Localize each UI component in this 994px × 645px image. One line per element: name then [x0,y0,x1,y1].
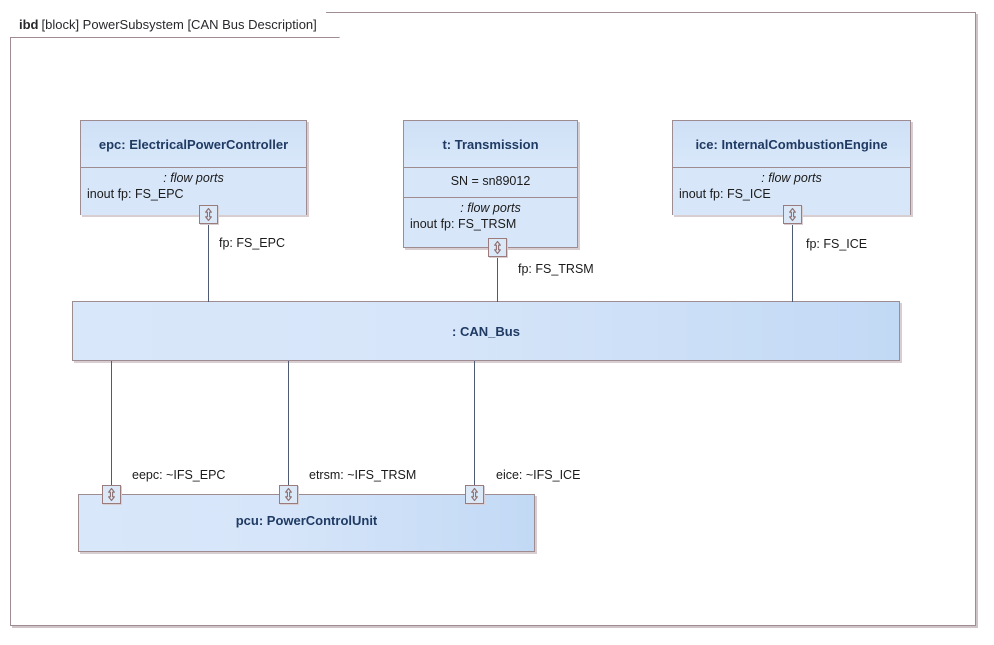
block-ice-port-declaration: inout fp: FS_ICE [679,187,771,201]
flow-port-pcu-eepc[interactable] [102,485,121,504]
block-transmission-compartment-stereotype: : flow ports [460,201,521,215]
connector-label-epc: fp: FS_EPC [219,236,285,250]
block-pcu[interactable]: pcu: PowerControlUnit [78,494,535,552]
block-epc-flowports-compartment: : flow ports inout fp: FS_EPC [81,167,306,215]
block-transmission[interactable]: t: Transmission SN = sn89012 : flow port… [403,120,578,248]
connector-line-canbus-pcu-epc[interactable] [111,361,112,486]
connector-label-ice: fp: FS_ICE [806,237,868,251]
block-ice-title: ice: InternalCombustionEngine [673,121,910,167]
block-transmission-value-line: SN = sn89012 [450,174,531,188]
flow-port-bidirectional-icon [494,240,501,255]
flow-port-pcu-eice[interactable] [465,485,484,504]
block-pcu-title: pcu: PowerControlUnit [235,513,378,528]
connector-line-canbus-pcu-trsm[interactable] [288,361,289,486]
block-transmission-value-compartment: SN = sn89012 [404,167,577,197]
flow-port-pcu-etrsm[interactable] [279,485,298,504]
block-ice-compartment-stereotype: : flow ports [761,171,822,185]
flow-port-bidirectional-icon [471,487,478,502]
block-transmission-port-declaration: inout fp: FS_TRSM [410,217,517,231]
connector-label-pcu-eice: eice: ~IFS_ICE [496,468,581,482]
diagram-frame-header: ibd [block] PowerSubsystem [CAN Bus Desc… [10,12,340,38]
connector-line-ice-canbus[interactable] [792,224,793,302]
block-epc-compartment-stereotype: : flow ports [163,171,224,185]
block-epc-title: epc: ElectricalPowerController [81,121,306,167]
connector-line-transmission-canbus[interactable] [497,257,498,302]
diagram-kind-keyword: ibd [19,17,39,32]
flow-port-bidirectional-icon [285,487,292,502]
block-transmission-title: t: Transmission [404,121,577,167]
connector-label-transmission: fp: FS_TRSM [518,262,594,276]
block-can-bus-title: : CAN_Bus [452,323,520,339]
block-can-bus[interactable]: : CAN_Bus [72,301,900,361]
connector-line-epc-canbus[interactable] [208,224,209,302]
connector-label-pcu-etrsm: etrsm: ~IFS_TRSM [309,468,417,482]
flow-port-epc-fp[interactable] [199,205,218,224]
diagram-frame-title: [block] PowerSubsystem [CAN Bus Descript… [41,17,317,32]
connector-label-pcu-eepc: eepc: ~IFS_EPC [132,468,226,482]
connector-line-canbus-pcu-ice[interactable] [474,361,475,486]
flow-port-bidirectional-icon [205,207,212,222]
flow-port-bidirectional-icon [108,487,115,502]
block-epc-port-declaration: inout fp: FS_EPC [87,187,184,201]
flow-port-ice-fp[interactable] [783,205,802,224]
flow-port-bidirectional-icon [789,207,796,222]
block-epc[interactable]: epc: ElectricalPowerController : flow po… [80,120,307,215]
flow-port-transmission-fp[interactable] [488,238,507,257]
block-ice[interactable]: ice: InternalCombustionEngine : flow por… [672,120,911,215]
